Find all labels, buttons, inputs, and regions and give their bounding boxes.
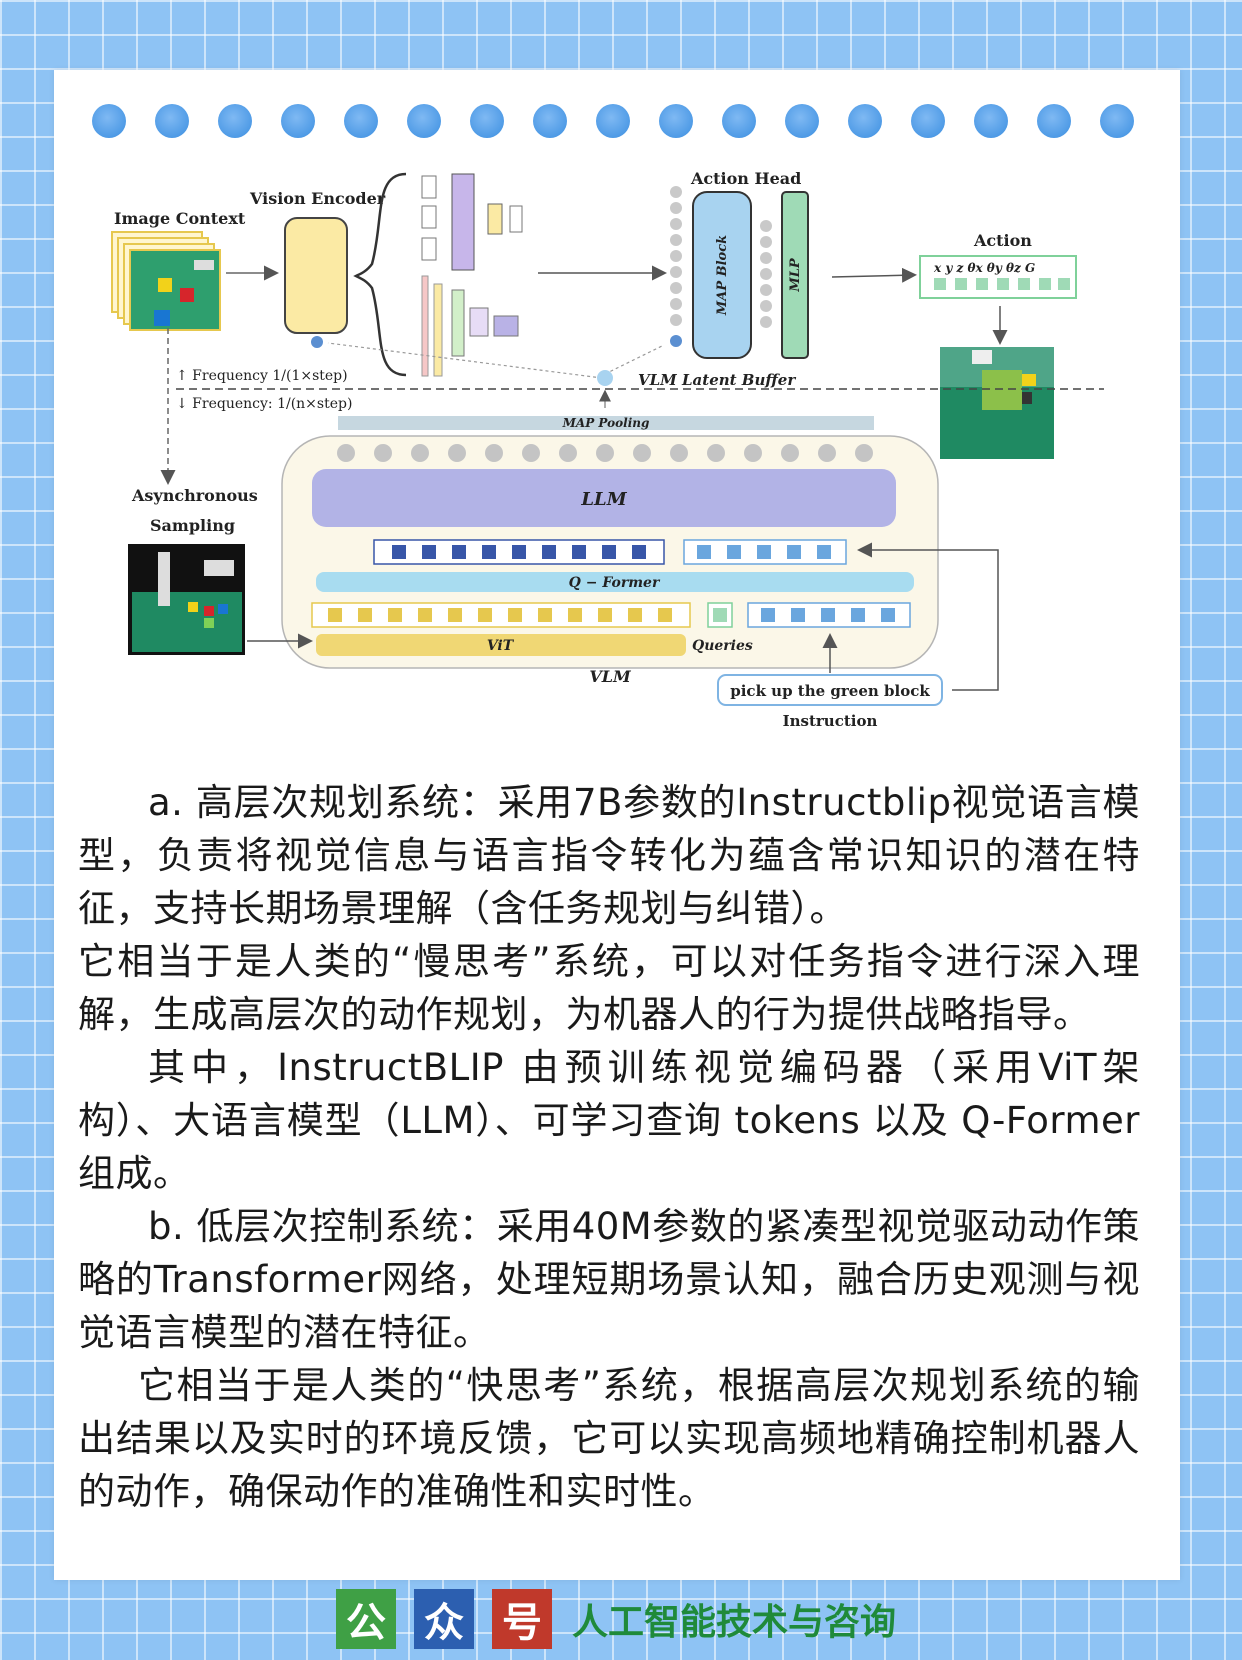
text-tokens-upper — [697, 545, 831, 559]
svg-text:Q − Former: Q − Former — [569, 575, 661, 591]
visual-query-tokens — [392, 545, 646, 559]
footer-account-name: 人工智能技术与咨询 — [572, 1602, 897, 1643]
binder-holes — [92, 104, 1152, 140]
instruction-box — [717, 674, 943, 706]
image-context-stack — [111, 231, 221, 331]
footer-char-hao: 号 — [492, 1589, 552, 1649]
binder-hole — [281, 104, 315, 138]
paragraph-high-level-system: a. 高层次规划系统：采用7B参数的Instructblip视觉语言模型，负责将… — [78, 781, 1140, 930]
llm-block — [312, 469, 896, 527]
body-text: a. 高层次规划系统：采用7B参数的Instructblip视觉语言模型，负责将… — [78, 776, 1140, 1518]
vit-tokens — [328, 608, 672, 622]
binder-hole — [533, 104, 567, 138]
vision-encoder-label: Vision Encoder — [249, 189, 386, 208]
binder-hole — [974, 104, 1008, 138]
binder-hole — [659, 104, 693, 138]
binder-hole — [596, 104, 630, 138]
vlm-label: VLM — [589, 667, 632, 686]
async-sampling-label-1: Asynchronous — [131, 486, 258, 505]
paragraph-instructblip: 其中，InstructBLIP 由预训练视觉编码器（采用ViT架构）、大语言模型… — [78, 1046, 1140, 1195]
action-tokens — [934, 278, 1070, 290]
paragraph-slow-thinking: 它相当于是人类的“慢思考”系统，可以对任务指令进行深入理解，生成高层次的动作规划… — [78, 940, 1140, 1036]
vit-block — [316, 634, 686, 656]
query-token — [713, 608, 727, 622]
action-label: Action — [973, 231, 1032, 250]
llm-output-dots — [337, 444, 873, 462]
sampled-scene-photo — [128, 544, 245, 655]
binder-hole — [722, 104, 756, 138]
binder-hole — [407, 104, 441, 138]
binder-hole — [848, 104, 882, 138]
mlp-block — [781, 191, 809, 359]
binder-hole — [155, 104, 189, 138]
image-context-label: Image Context — [114, 209, 246, 228]
svg-text:ViT: ViT — [487, 638, 515, 654]
async-sampling-label-2: Sampling — [150, 516, 235, 535]
vision-encoder-block — [284, 217, 348, 334]
architecture-diagram: Image Context Vision Encoder — [111, 169, 1104, 730]
action-vector-box — [919, 255, 1077, 299]
svg-text:MLP: MLP — [788, 257, 803, 293]
frequency-low-label: ↓ Frequency: 1/(n×step) — [176, 396, 352, 412]
instruction-text: pick up the green block — [730, 682, 930, 700]
paragraph-fast-thinking: 它相当于是人类的“快思考”系统，根据高层次规划系统的输出结果以及实时的环境反馈，… — [78, 1364, 1140, 1513]
latent-buffer-dots — [670, 186, 682, 347]
footer-banner: 公 众 号 人工智能技术与咨询 — [336, 1587, 896, 1651]
text-tokens-lower — [761, 608, 895, 622]
action-head-label: Action Head — [690, 169, 801, 188]
binder-hole — [911, 104, 945, 138]
output-scene-photo — [940, 347, 1054, 459]
frequency-high-label: ↑ Frequency 1/(1×step) — [176, 368, 348, 384]
binder-hole — [785, 104, 819, 138]
vlm-latent-buffer-label: VLM Latent Buffer — [638, 371, 796, 389]
binder-hole — [218, 104, 252, 138]
binder-hole — [92, 104, 126, 138]
paragraph-low-level-system: b. 低层次控制系统：采用40M参数的紧凑型视觉驱动动作策略的Transform… — [78, 1205, 1140, 1354]
map-block — [692, 191, 752, 359]
instruction-label: Instruction — [783, 712, 878, 730]
footer-char-gong: 公 — [336, 1589, 396, 1649]
latent-buffer-node — [597, 370, 613, 386]
action-variables: x y z θx θy θz G — [933, 261, 1035, 275]
binder-hole — [470, 104, 504, 138]
svg-text:LLM: LLM — [580, 489, 627, 510]
footer-char-zhong: 众 — [414, 1589, 474, 1649]
qformer-block — [316, 572, 914, 592]
binder-hole — [1100, 104, 1134, 138]
queries-label: Queries — [692, 638, 753, 654]
binder-hole — [344, 104, 378, 138]
encoder-feature-tokens — [421, 173, 523, 377]
binder-hole — [1037, 104, 1071, 138]
map-output-dots — [760, 220, 772, 328]
notebook-card — [54, 70, 1180, 1580]
svg-text:MAP Block: MAP Block — [715, 235, 730, 316]
map-pooling-bar — [338, 416, 874, 430]
svg-text:MAP Pooling: MAP Pooling — [562, 416, 650, 430]
